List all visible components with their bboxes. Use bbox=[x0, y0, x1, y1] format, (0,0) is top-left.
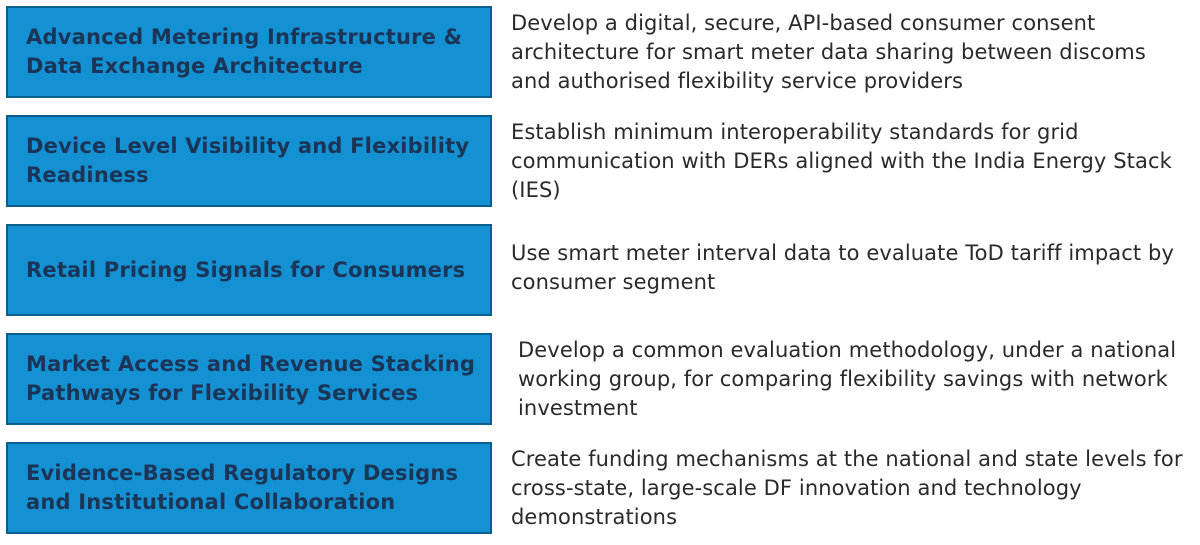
pillar-description: Use smart meter interval data to evaluat… bbox=[511, 241, 1174, 294]
pillar-label: Market Access and Revenue Stacking Pathw… bbox=[26, 352, 476, 405]
pillar-label: Advanced Metering Infrastructure & Data … bbox=[26, 25, 463, 78]
pillar-box: Evidence-Based Regulatory Designs and In… bbox=[6, 442, 492, 534]
pillar-label: Retail Pricing Signals for Consumers bbox=[26, 257, 466, 282]
pillar-box: Retail Pricing Signals for Consumers bbox=[6, 224, 492, 316]
pillar-description: Develop a common evaluation methodology,… bbox=[518, 338, 1177, 420]
pillar-box: Market Access and Revenue Stacking Pathw… bbox=[6, 333, 492, 425]
pillar-label: Evidence-Based Regulatory Designs and In… bbox=[26, 461, 459, 514]
pillar-box: Advanced Metering Infrastructure & Data … bbox=[6, 6, 492, 98]
pillar-description: Establish minimum interoperability stand… bbox=[511, 120, 1172, 202]
pillar-description: Develop a digital, secure, API-based con… bbox=[511, 11, 1146, 93]
pillar-box: Device Level Visibility and Flexibility … bbox=[6, 115, 492, 207]
pillar-description: Create funding mechanisms at the nationa… bbox=[511, 447, 1183, 529]
pillar-label: Device Level Visibility and Flexibility … bbox=[26, 134, 470, 187]
